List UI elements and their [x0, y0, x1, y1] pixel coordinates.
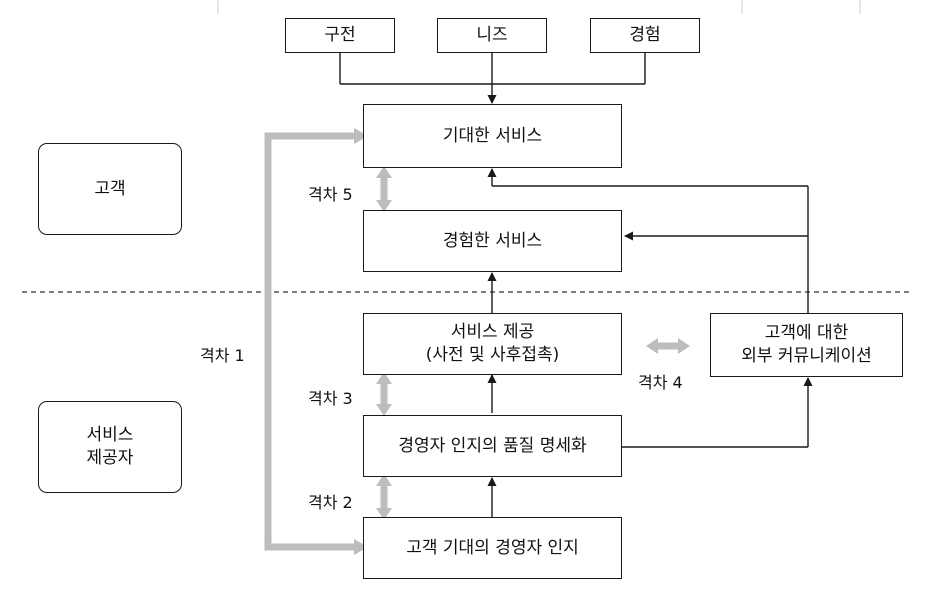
gap1-arrowhead-bottom — [354, 539, 368, 555]
gap1-bracket — [264, 132, 356, 551]
gap3-label: 격차 3 — [308, 389, 353, 408]
gap5-double-arrow — [376, 166, 392, 212]
gap5-label: 격차 5 — [308, 185, 353, 204]
quality-specs-label: 경영자 인지의 품질 명세화 — [398, 435, 587, 456]
role-customer-label: 고객 — [94, 178, 126, 199]
gap4-label: 격차 4 — [638, 373, 683, 392]
expected-service-box: 기대한 서비스 — [363, 104, 622, 168]
gap4-double-arrow — [646, 338, 690, 354]
gap3-double-arrow — [376, 372, 392, 416]
external-comm-label-line2: 외부 커뮤니케이션 — [741, 346, 872, 366]
gap1-arrowhead-top — [354, 128, 368, 144]
service-delivery-label-line1: 서비스 제공 — [450, 322, 535, 343]
perceived-service-label: 경험한 서비스 — [442, 230, 543, 251]
source-word-of-mouth-label: 구전 — [324, 25, 356, 46]
management-perception-box: 고객 기대의 경영자 인지 — [363, 517, 622, 579]
management-perception-label: 고객 기대의 경영자 인지 — [406, 537, 579, 558]
service-delivery-label-line2: (사전 및 사후접촉) — [425, 345, 560, 365]
gap2-label: 격차 2 — [308, 493, 353, 512]
gap2-double-arrow — [376, 474, 392, 520]
external-comm-label-line1: 고객에 대한 — [764, 323, 849, 344]
role-provider-label-line2: 제공자 — [86, 448, 134, 468]
role-provider-label-line1: 서비스 — [86, 425, 134, 446]
role-customer: 고객 — [38, 143, 182, 235]
quality-specs-box: 경영자 인지의 품질 명세화 — [363, 415, 622, 477]
perceived-service-box: 경험한 서비스 — [363, 210, 622, 272]
external-communication-box: 고객에 대한 외부 커뮤니케이션 — [710, 313, 903, 377]
source-needs-label: 니즈 — [476, 25, 508, 46]
role-service-provider: 서비스 제공자 — [38, 401, 182, 493]
expected-service-label: 기대한 서비스 — [442, 125, 543, 146]
gap1-label: 격차 1 — [200, 346, 245, 365]
source-experience-label: 경험 — [629, 25, 661, 46]
source-word-of-mouth: 구전 — [285, 18, 395, 53]
source-experience: 경험 — [590, 18, 700, 53]
source-needs: 니즈 — [437, 18, 547, 53]
service-delivery-box: 서비스 제공 (사전 및 사후접촉) — [363, 313, 622, 375]
